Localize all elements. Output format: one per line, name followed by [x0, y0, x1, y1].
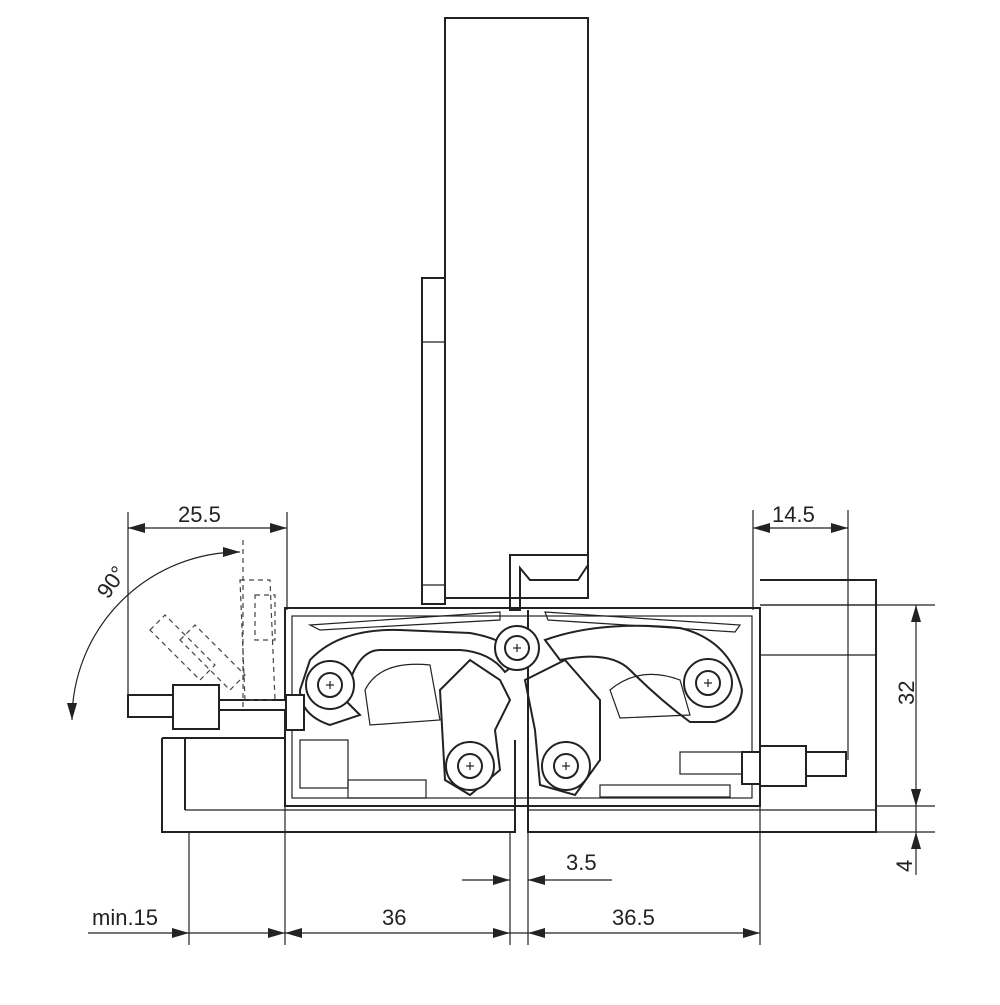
dim-top-left: 25.5 [127, 502, 288, 700]
dim-bottom-min-label: min.15 [92, 905, 158, 930]
pivot-top-center [494, 625, 540, 671]
screw-right [741, 745, 847, 787]
dim-top-right: 14.5 [752, 502, 849, 760]
dim-right-vertical: 32 [760, 604, 935, 807]
dim-gap: 3.5 [462, 832, 612, 945]
dim-right-small: 4 [876, 789, 935, 875]
dim-top-left-label: 25.5 [178, 502, 221, 527]
pivot-bottom-left [445, 741, 495, 791]
dim-bottom-right-label: 36.5 [612, 905, 655, 930]
pivot-bottom-right [541, 741, 591, 791]
dim-right-small-label: 4 [892, 860, 917, 872]
dim-bottom-chain: min.15 36 36.5 [88, 806, 761, 945]
door-leaf [421, 17, 589, 611]
screw-left [127, 684, 305, 731]
frame-left [161, 737, 516, 833]
dim-gap-label: 3.5 [566, 850, 597, 875]
dim-top-right-label: 14.5 [772, 502, 815, 527]
dim-right-vertical-label: 32 [894, 681, 919, 705]
pivot-left [305, 660, 355, 710]
open-position-ghost [149, 540, 276, 710]
pivot-right [683, 658, 733, 708]
dim-bottom-left-label: 36 [382, 905, 406, 930]
